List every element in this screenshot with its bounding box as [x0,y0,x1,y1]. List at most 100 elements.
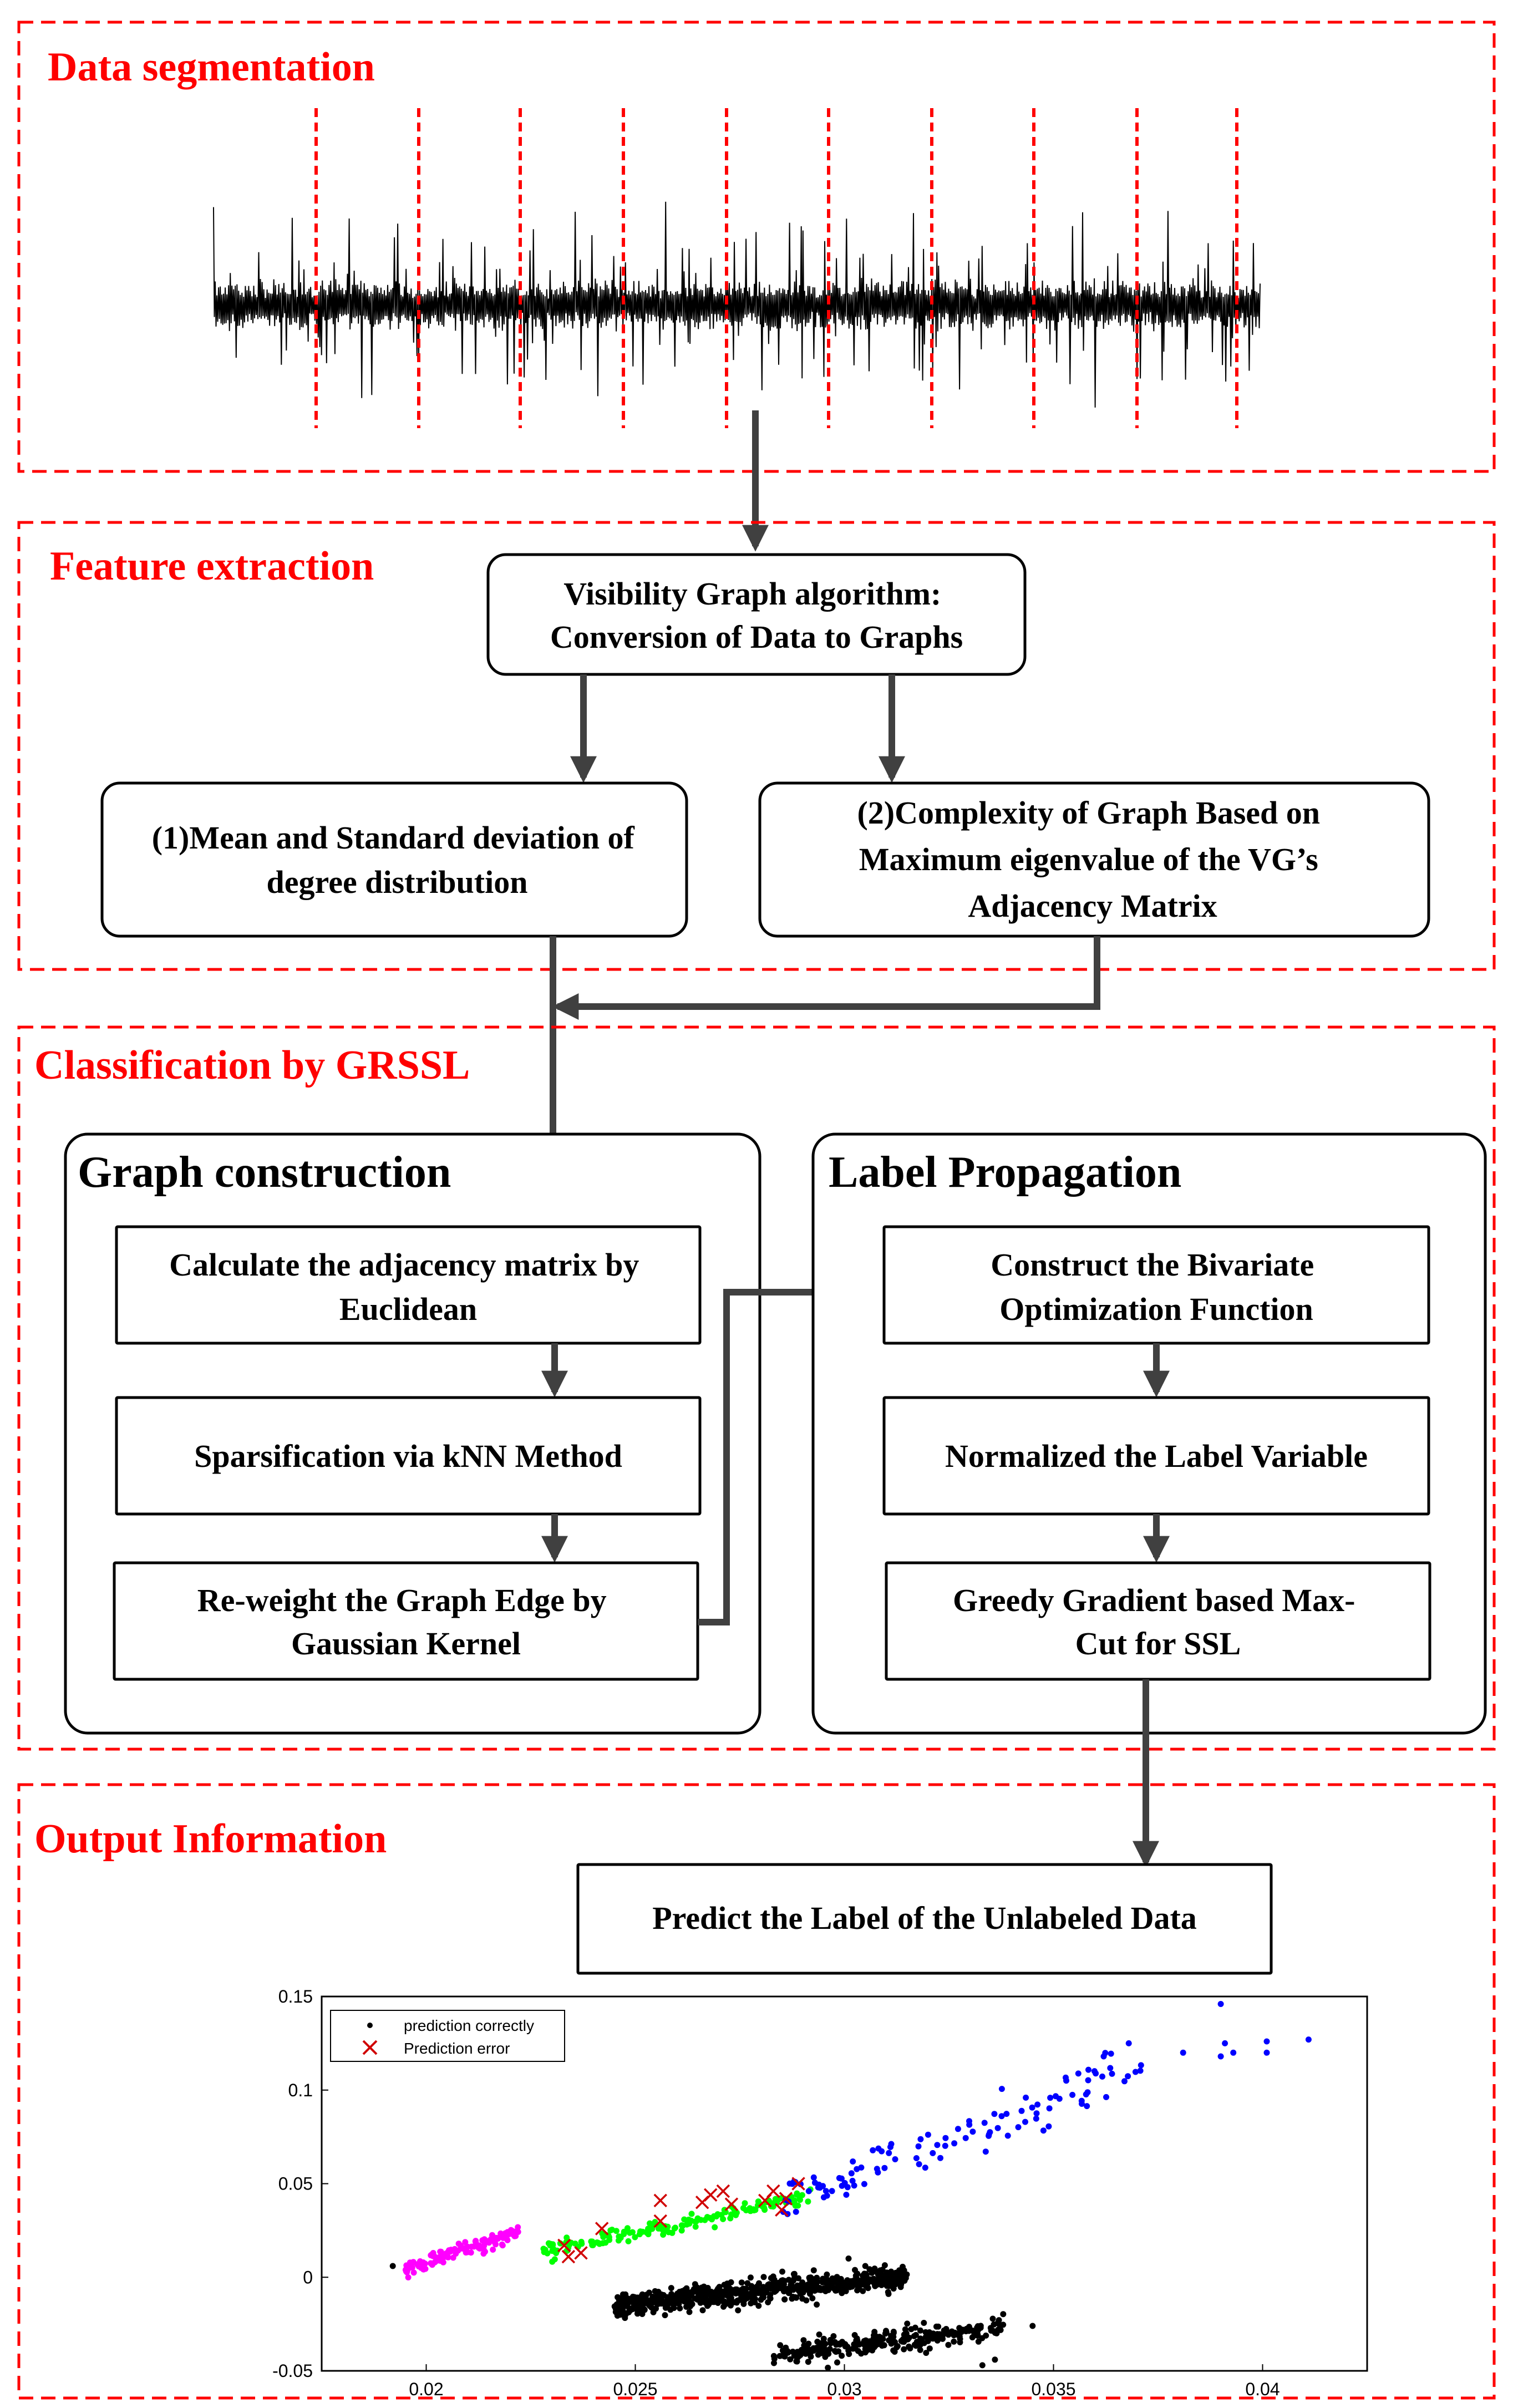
scatter-point [921,2320,927,2326]
scatter-point [1305,2036,1312,2043]
arrow-reweight-to-bivariate [698,1279,883,1625]
scatter-point [678,2227,685,2234]
scatter-point [738,2279,745,2286]
scatter-point [1107,2065,1114,2071]
scatter-point [641,2307,648,2313]
scatter-point [646,2289,652,2296]
scatter-point [822,2340,829,2347]
scatter-point [848,2170,855,2177]
scatter-point [991,2111,998,2117]
scatter-point [876,2334,883,2340]
error-marker [703,2188,718,2202]
legend-box [330,2010,565,2062]
scatter-point [907,2345,913,2351]
scatter-point [680,2290,687,2297]
scatter-point [1004,2132,1011,2139]
scatter-point [810,2174,817,2181]
scatter-point [849,2283,855,2290]
scatter-point [886,2278,892,2284]
scatter-point [761,2290,768,2297]
scatter-point [790,2349,796,2355]
scatter-point [1263,2049,1270,2056]
bivariate-line-1: Construct the Bivariate [991,1247,1314,1283]
scatter-point [850,2158,856,2165]
scatter-point [726,2294,733,2301]
scatter-point [755,2198,761,2205]
scatter-point [499,2242,506,2249]
output-frame [17,1783,1496,2400]
scatter-point [1108,2050,1114,2057]
scatter-point [616,2297,622,2304]
scatter-point [1023,2094,1029,2101]
segment-boundaries [314,108,1238,428]
scatter-point [866,2278,872,2285]
graph-construction-title: Graph construction [78,1148,451,1197]
scatter-point [689,2289,696,2295]
maxcut-line-2: Cut for SSL [1075,1625,1241,1662]
scatter-point [733,2209,740,2216]
scatter-point [504,2237,511,2243]
arrow-complexity-merge [552,936,1100,1020]
scatter-point [962,2135,969,2141]
maxcut-step-box [885,1561,1431,1681]
scatter-point [937,2155,943,2161]
scatter-point [618,2308,625,2314]
scatter-point [761,2204,768,2211]
scatter-point [951,2338,957,2345]
error-marker [779,2192,793,2206]
scatter-point [934,2142,941,2148]
scatter-point [827,2340,834,2346]
error-marker [791,2177,805,2191]
scatter-point [1093,2070,1099,2077]
scatter-point [917,2136,924,2142]
scatter-point [692,2223,699,2230]
scatter-point [1230,2049,1237,2056]
scatter-point [447,2248,454,2255]
scatter-point [995,2319,1002,2326]
scatter-point [1075,2070,1082,2077]
scatter-point [547,2242,554,2249]
scatter-point [590,2242,596,2248]
scatter-point [609,2227,615,2233]
mean-line-1: (1)Mean and Standard deviation of [152,820,635,856]
legend-label-error: Prediction error [404,2040,510,2057]
vg-line-1: Visibility Graph algorithm: [563,576,941,612]
scatter-point [634,2307,641,2313]
scatter-point [855,2348,861,2354]
x-tick-label: 0.035 [1031,2379,1075,2399]
scatter-point [647,2298,653,2304]
mean-std-box [100,781,688,938]
classification-frame [17,1025,1496,1751]
scatter-point [645,2229,652,2235]
label-propagation-title: Label Propagation [829,1148,1181,1197]
scatter-point [814,2339,821,2345]
scatter-point [974,2323,981,2329]
signal-trace [213,201,1261,408]
scatter-point [982,2148,989,2155]
scatter-point [849,2177,856,2184]
scatter-point [740,2300,747,2307]
scatter-point [816,2285,823,2291]
scatter-point [716,2284,723,2290]
scatter-point [638,2293,645,2299]
scatter-point [806,2284,813,2290]
scatter-point [820,2194,827,2201]
feature-frame [17,521,1496,971]
scatter-point [1047,2095,1054,2101]
scatter-point [872,2282,879,2289]
error-marker [561,2249,576,2264]
scatter-point [699,2307,706,2314]
scatter-point [942,2142,948,2149]
scatter-point [754,2288,760,2295]
scatter-point [821,2349,827,2356]
y-tick-label: -0.05 [272,2361,313,2381]
scatter-point [718,2297,724,2304]
scatter-point [903,2330,910,2336]
scatter-point [1121,2078,1128,2085]
scatter-point [917,2327,923,2334]
scatter-point [896,2267,902,2274]
scatter-point [816,2181,822,2188]
scatter-point [632,2234,638,2241]
